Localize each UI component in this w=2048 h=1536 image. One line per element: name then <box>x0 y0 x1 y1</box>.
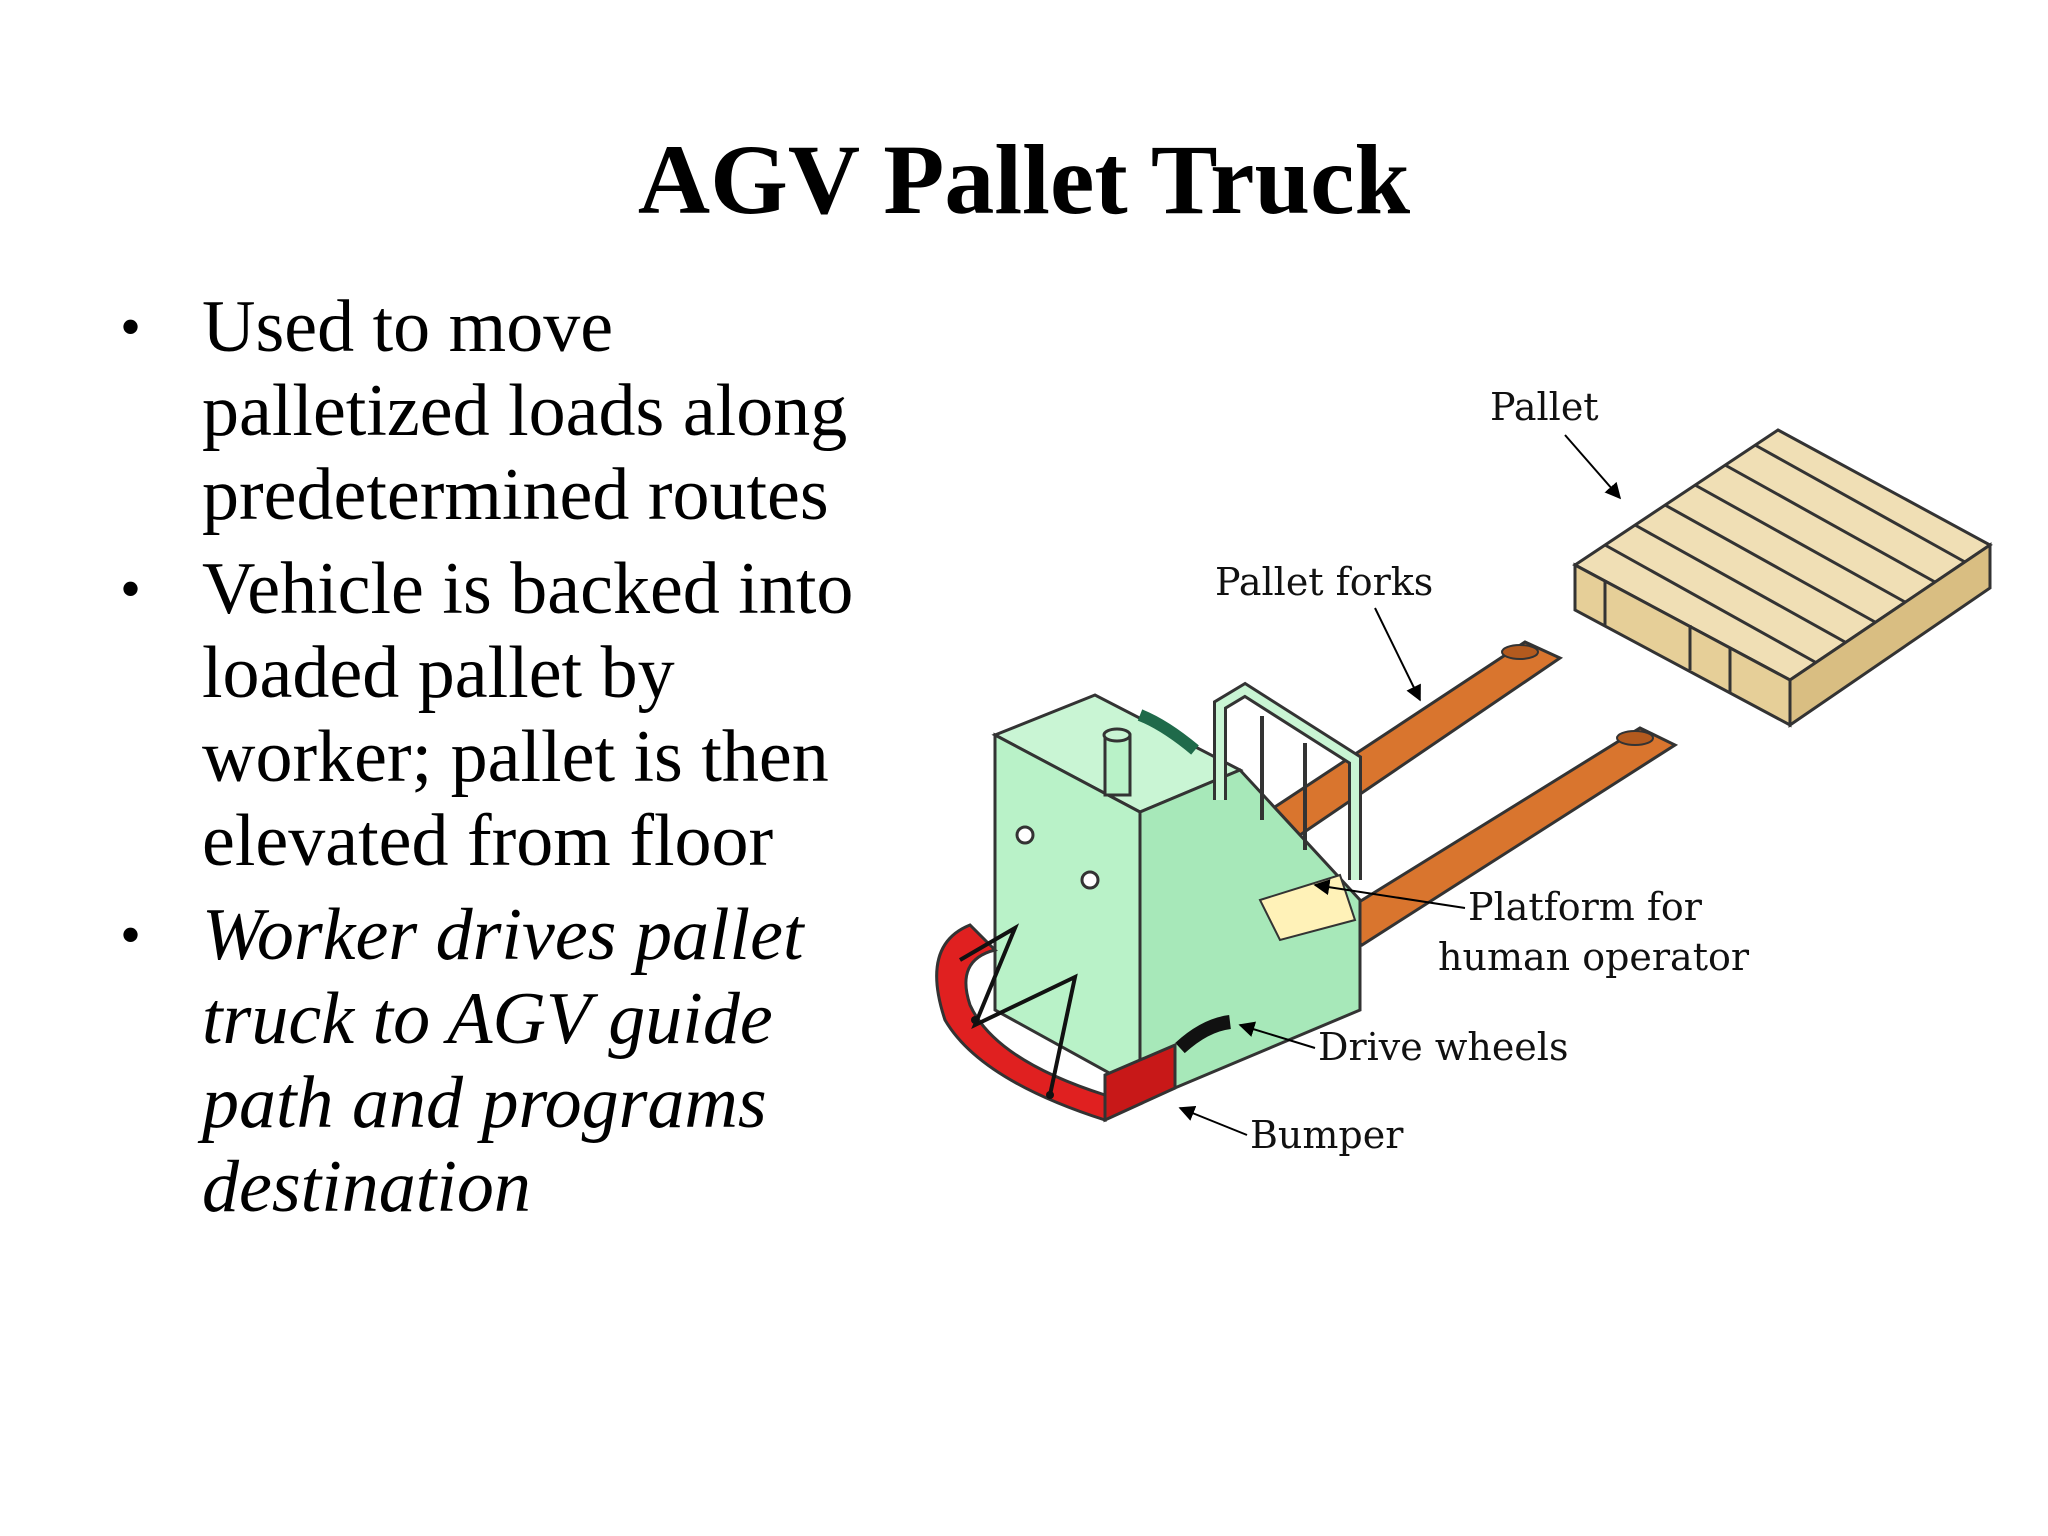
bullet-list: • Used to move palletized loads along pr… <box>120 285 880 1239</box>
agv-pallet-truck-diagram: Pallet Pallet forks Platform for human o… <box>935 385 1993 1157</box>
bullet-marker: • <box>120 556 142 622</box>
truck-body-illustration <box>991 681 1362 1093</box>
bullet-text: Vehicle is backed into loaded pallet by … <box>202 548 854 882</box>
label-drive-wheels: Drive wheels <box>1318 1025 1568 1069</box>
label-platform-line2: human operator <box>1438 935 1750 979</box>
label-pallet: Pallet <box>1490 385 1599 429</box>
label-bumper: Bumper <box>1250 1113 1404 1157</box>
bullet-item: • Worker drives pallet truck to AGV guid… <box>120 893 880 1229</box>
bullet-item: • Used to move palletized loads along pr… <box>120 285 880 537</box>
bullet-marker: • <box>120 902 142 968</box>
bullet-text: Used to move palletized loads along pred… <box>202 286 848 536</box>
slide-title: AGV Pallet Truck <box>637 124 1411 235</box>
pallet-forks-illustration <box>1237 640 1679 947</box>
bumper-illustration <box>935 923 1177 1123</box>
pallet-illustration <box>1572 428 1993 728</box>
bullet-text: Worker drives pallet truck to AGV guide … <box>202 894 804 1228</box>
label-pallet-forks: Pallet forks <box>1215 560 1433 604</box>
bullet-item: • Vehicle is backed into loaded pallet b… <box>120 547 880 883</box>
label-platform-line1: Platform for <box>1468 885 1703 929</box>
bullet-marker: • <box>120 294 142 360</box>
